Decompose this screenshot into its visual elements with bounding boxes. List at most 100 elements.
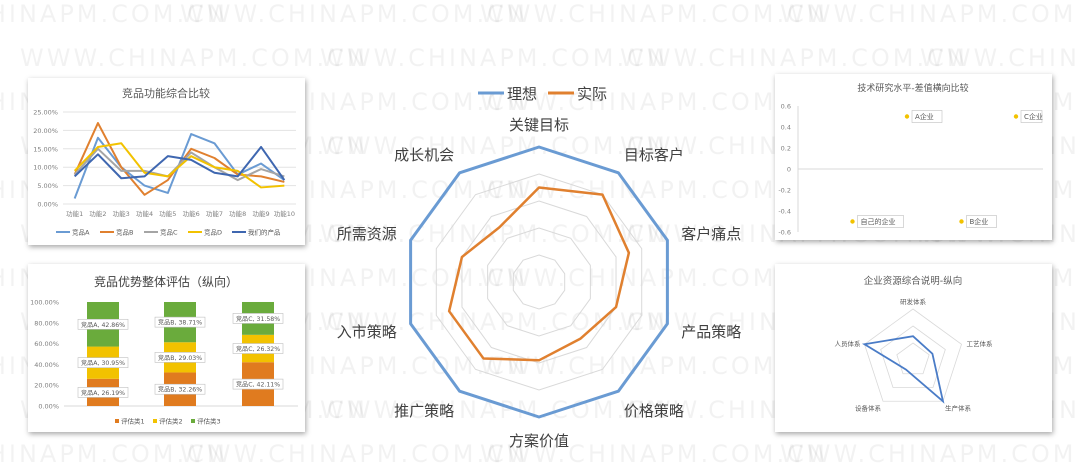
- radar-axis-label: 客户痛点: [681, 225, 741, 243]
- data-label: B企业: [970, 217, 989, 226]
- legend-label: 竞品D: [204, 228, 222, 237]
- data-label-box: [966, 215, 997, 228]
- radar-axis-label: 所需资源: [337, 225, 397, 243]
- y-tick-label: 100.00%: [30, 299, 59, 307]
- radar-gridline: [896, 342, 930, 375]
- watermark-text: WWW.CHINAPM.COM.CN: [480, 0, 828, 28]
- watermark-text: WWW.CHINAPM.COM.CN: [480, 264, 828, 292]
- watermark-text: WWW.CHINAPM.COM.CN: [0, 440, 228, 468]
- main-radar-chart: 关键目标目标客户客户痛点产品策略价格策略方案价值推广策略入市策略所需资源成长机会…: [337, 85, 741, 450]
- y-tick-label: 25.00%: [33, 109, 58, 117]
- y-tick-label: 15.00%: [33, 145, 58, 153]
- watermark-text: WWW.CHINAPM.COM.CN: [480, 440, 828, 468]
- watermark-text: WWW.CHINAPM.COM.CN: [180, 440, 528, 468]
- y-tick-label: 0.6: [781, 103, 791, 111]
- legend-swatch: [115, 419, 119, 423]
- data-label: A企业: [915, 112, 934, 121]
- chart-title: 竞品优势整体评估（纵向）: [94, 274, 238, 289]
- data-label-box: [232, 343, 284, 354]
- chart-title: 技术研究水平-差值横向比较: [857, 82, 968, 94]
- data-label: C企业: [1024, 112, 1043, 121]
- y-tick-label: -0.4: [778, 208, 791, 216]
- watermark-text: WWW.CHINAPM.COM.CN: [320, 44, 668, 72]
- radar-gridline: [880, 325, 946, 388]
- radar-gridline: [512, 254, 566, 310]
- watermark-text: WWW.CHINAPM.COM.CN: [20, 44, 368, 72]
- x-tick-label: 功能8: [229, 209, 246, 218]
- radar-gridline: [864, 308, 962, 402]
- scatter-point: [850, 219, 855, 224]
- scatter-point: [959, 219, 964, 224]
- legend-label: 我们的产品: [248, 228, 281, 237]
- legend-swatch: [191, 419, 195, 423]
- legend-label: 竞品C: [160, 228, 178, 237]
- radar-axis-label: 入市策略: [337, 323, 397, 341]
- y-tick-label: 5.00%: [37, 182, 58, 190]
- y-tick-label: 80.00%: [34, 319, 59, 327]
- watermark-text: WWW.CHINAPM.COM.CN: [780, 440, 1078, 468]
- watermark-text: WWW.CHINAPM.COM.CN: [320, 132, 668, 160]
- data-label-box: [232, 378, 284, 390]
- y-tick-label: 0.00%: [38, 403, 59, 411]
- legend-label: 理想: [507, 85, 537, 103]
- radar-gridline: [435, 173, 643, 391]
- watermark-text: WWW.CHINAPM.COM.CN: [480, 352, 828, 380]
- data-label: 竞品C, 26.32%: [236, 345, 280, 353]
- data-label-box: [1020, 110, 1043, 123]
- radar-axis-label: 成长机会: [394, 146, 454, 164]
- data-label: 自己的企业: [861, 217, 896, 226]
- data-label: 竞品B, 29.03%: [158, 354, 202, 362]
- x-tick-label: 功能9: [252, 209, 269, 218]
- line-series: [73, 142, 285, 189]
- legend-label: 竞品B: [116, 228, 133, 237]
- radar-series-actual: [447, 186, 631, 362]
- x-tick-label: 功能2: [89, 209, 106, 218]
- data-label-box: [154, 352, 206, 363]
- y-tick-label: 0: [787, 166, 791, 174]
- radar-axis-label: 工艺体系: [967, 339, 994, 348]
- watermark-text: WWW.CHINAPM.COM.CN: [620, 44, 968, 72]
- chart-title: 企业资源综合说明-纵向: [864, 275, 962, 287]
- watermark-text: WWW.CHINAPM.COM.CN: [780, 0, 1078, 28]
- scatter-chart: 技术研究水平-差值横向比较-0.6-0.4-0.200.20.40.6自己的企业…: [778, 82, 1043, 237]
- data-label-box: [77, 357, 129, 368]
- y-tick-label: 0.4: [781, 124, 791, 132]
- y-tick-label: 10.00%: [33, 164, 58, 172]
- x-tick-label: 功能4: [136, 209, 153, 218]
- watermark-text: WWW.CHINAPM.COM.CN: [180, 0, 528, 28]
- stacked-bar-card: 竞品优势整体评估（纵向）0.00%20.00%40.00%60.00%80.00…: [28, 264, 305, 432]
- watermark-text: WWW.CHINAPM.COM.CN: [0, 0, 228, 28]
- legend-swatch: [153, 419, 157, 423]
- watermark-text: WWW.CHINAPM.COM.CN: [920, 44, 1078, 72]
- data-label: 竞品C, 42.11%: [236, 381, 280, 389]
- stacked-bar-chart: 竞品优势整体评估（纵向）0.00%20.00%40.00%60.00%80.00…: [30, 274, 298, 426]
- data-label-box: [77, 387, 129, 398]
- legend-label: 评估类3: [197, 417, 221, 426]
- radar-axis-label: 设备体系: [855, 403, 882, 412]
- data-label: 竞品C, 31.58%: [236, 315, 280, 323]
- y-tick-label: 60.00%: [34, 340, 59, 348]
- radar-axis-label: 产品策略: [681, 323, 741, 341]
- legend-label: 实际: [577, 85, 607, 103]
- y-tick-label: 20.00%: [34, 382, 59, 390]
- legend-label: 评估类2: [159, 417, 183, 426]
- x-tick-label: 功能5: [159, 209, 176, 218]
- radar-axis-label: 价格策略: [624, 402, 684, 420]
- data-label: 竞品B, 32.26%: [158, 386, 202, 394]
- data-label-box: [154, 383, 206, 395]
- y-tick-label: 0.2: [781, 145, 791, 153]
- radar-axis-label: 人员体系: [834, 339, 861, 348]
- radar-axis-label: 推广策略: [394, 402, 454, 420]
- y-tick-label: -0.2: [778, 187, 791, 195]
- radar-axis-label: 方案价值: [509, 432, 569, 450]
- data-label: 竞品A, 26.19%: [81, 389, 125, 397]
- data-label: 竞品A, 42.86%: [81, 321, 125, 329]
- y-tick-label: 20.00%: [33, 127, 58, 135]
- watermark-text: WWW.CHINAPM.COM.CN: [480, 88, 828, 116]
- y-tick-label: 0.00%: [37, 201, 58, 209]
- radar-axis-label: 研发体系: [900, 297, 927, 306]
